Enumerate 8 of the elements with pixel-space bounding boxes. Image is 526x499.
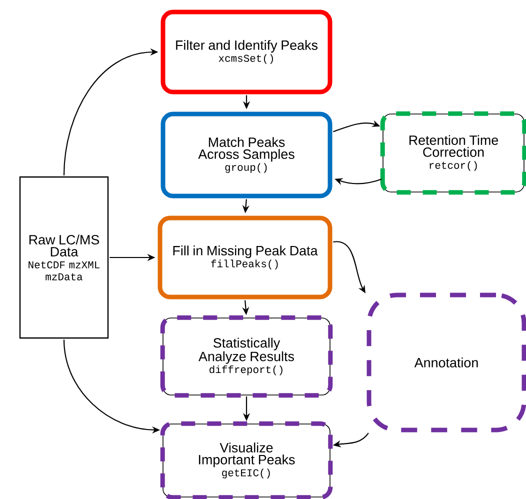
annotation-box: Annotation xyxy=(366,292,526,432)
process-box: Retention Time Correction retcor() xyxy=(380,111,526,195)
process-box: Fill in Missing Peak Data fillPeaks() xyxy=(158,216,332,300)
process-box: Statistically Analyze Results diffreport() xyxy=(160,315,333,398)
process-box: Visualize Important Peaks getEIC() xyxy=(160,421,333,499)
process-box: Match Peaks Across Samples group() xyxy=(160,112,332,198)
data-box: Raw LC/MS Data NetCDF mzXML mzData xyxy=(19,176,109,339)
process-box: Filter and Identify Peaks xcmsSet() xyxy=(160,10,332,94)
